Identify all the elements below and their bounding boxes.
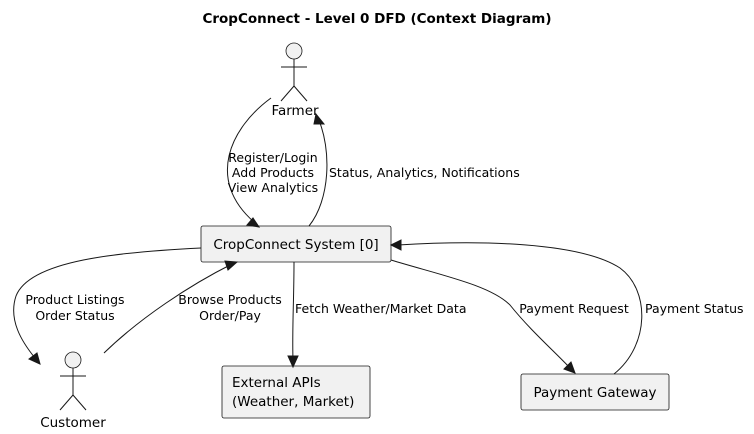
diagram-title: CropConnect - Level 0 DFD (Context Diagr…: [202, 11, 551, 27]
flow-system-to-payment-gateway: Payment Request: [390, 259, 629, 374]
flow-label-payment-request: Payment Request: [519, 301, 629, 316]
flow-system-to-external-apis: Fetch Weather/Market Data: [287, 261, 467, 369]
flow-label-fetch-weather-market: Fetch Weather/Market Data: [295, 301, 467, 316]
flow-customer-to-system: Browse Products Order/Pay: [103, 260, 282, 354]
flow-label-order-status: Order Status: [35, 308, 114, 323]
payment-gateway-label: Payment Gateway: [533, 385, 656, 401]
flow-label-view-analytics: View Analytics: [228, 180, 318, 195]
flow-label-register-login: Register/Login: [228, 150, 317, 165]
node-payment-gateway[interactable]: Payment Gateway: [520, 373, 670, 411]
flow-farmer-to-system: [227, 97, 272, 228]
flow-label-browse-products: Browse Products: [178, 292, 281, 307]
node-cropconnect-system[interactable]: CropConnect System [0]: [200, 225, 392, 263]
flow-system-to-farmer: Status, Analytics, Notifications: [308, 112, 520, 227]
flow-label-order-pay: Order/Pay: [199, 308, 261, 323]
system-box: [200, 225, 392, 263]
node-external-apis[interactable]: External APIs (Weather, Market): [221, 365, 371, 419]
flow-label-status-analytics-notifications: Status, Analytics, Notifications: [329, 165, 520, 180]
flow-label-add-products: Add Products: [232, 165, 314, 180]
actor-customer[interactable]: Customer: [40, 351, 106, 431]
customer-label: Customer: [40, 415, 106, 431]
actor-farmer[interactable]: Farmer: [271, 42, 319, 119]
external-apis-label-line2: (Weather, Market): [232, 394, 354, 410]
payment-gateway-box: [520, 373, 670, 411]
farmer-label: Farmer: [271, 103, 319, 119]
customer-stick-figure-icon: [59, 351, 87, 411]
flow-farmer-to-system-label: Register/Login Add Products View Analyti…: [228, 150, 318, 195]
flow-label-product-listings: Product Listings: [25, 292, 124, 307]
external-apis-box: [221, 365, 371, 419]
flow-label-payment-status: Payment Status: [645, 301, 744, 316]
farmer-stick-figure-icon: [280, 42, 308, 102]
flow-system-to-customer: Product Listings Order Status: [13, 247, 202, 365]
external-apis-label-line1: External APIs: [232, 375, 321, 391]
system-label: CropConnect System [0]: [213, 237, 378, 253]
flow-payment-gateway-to-system: Payment Status: [389, 239, 744, 375]
